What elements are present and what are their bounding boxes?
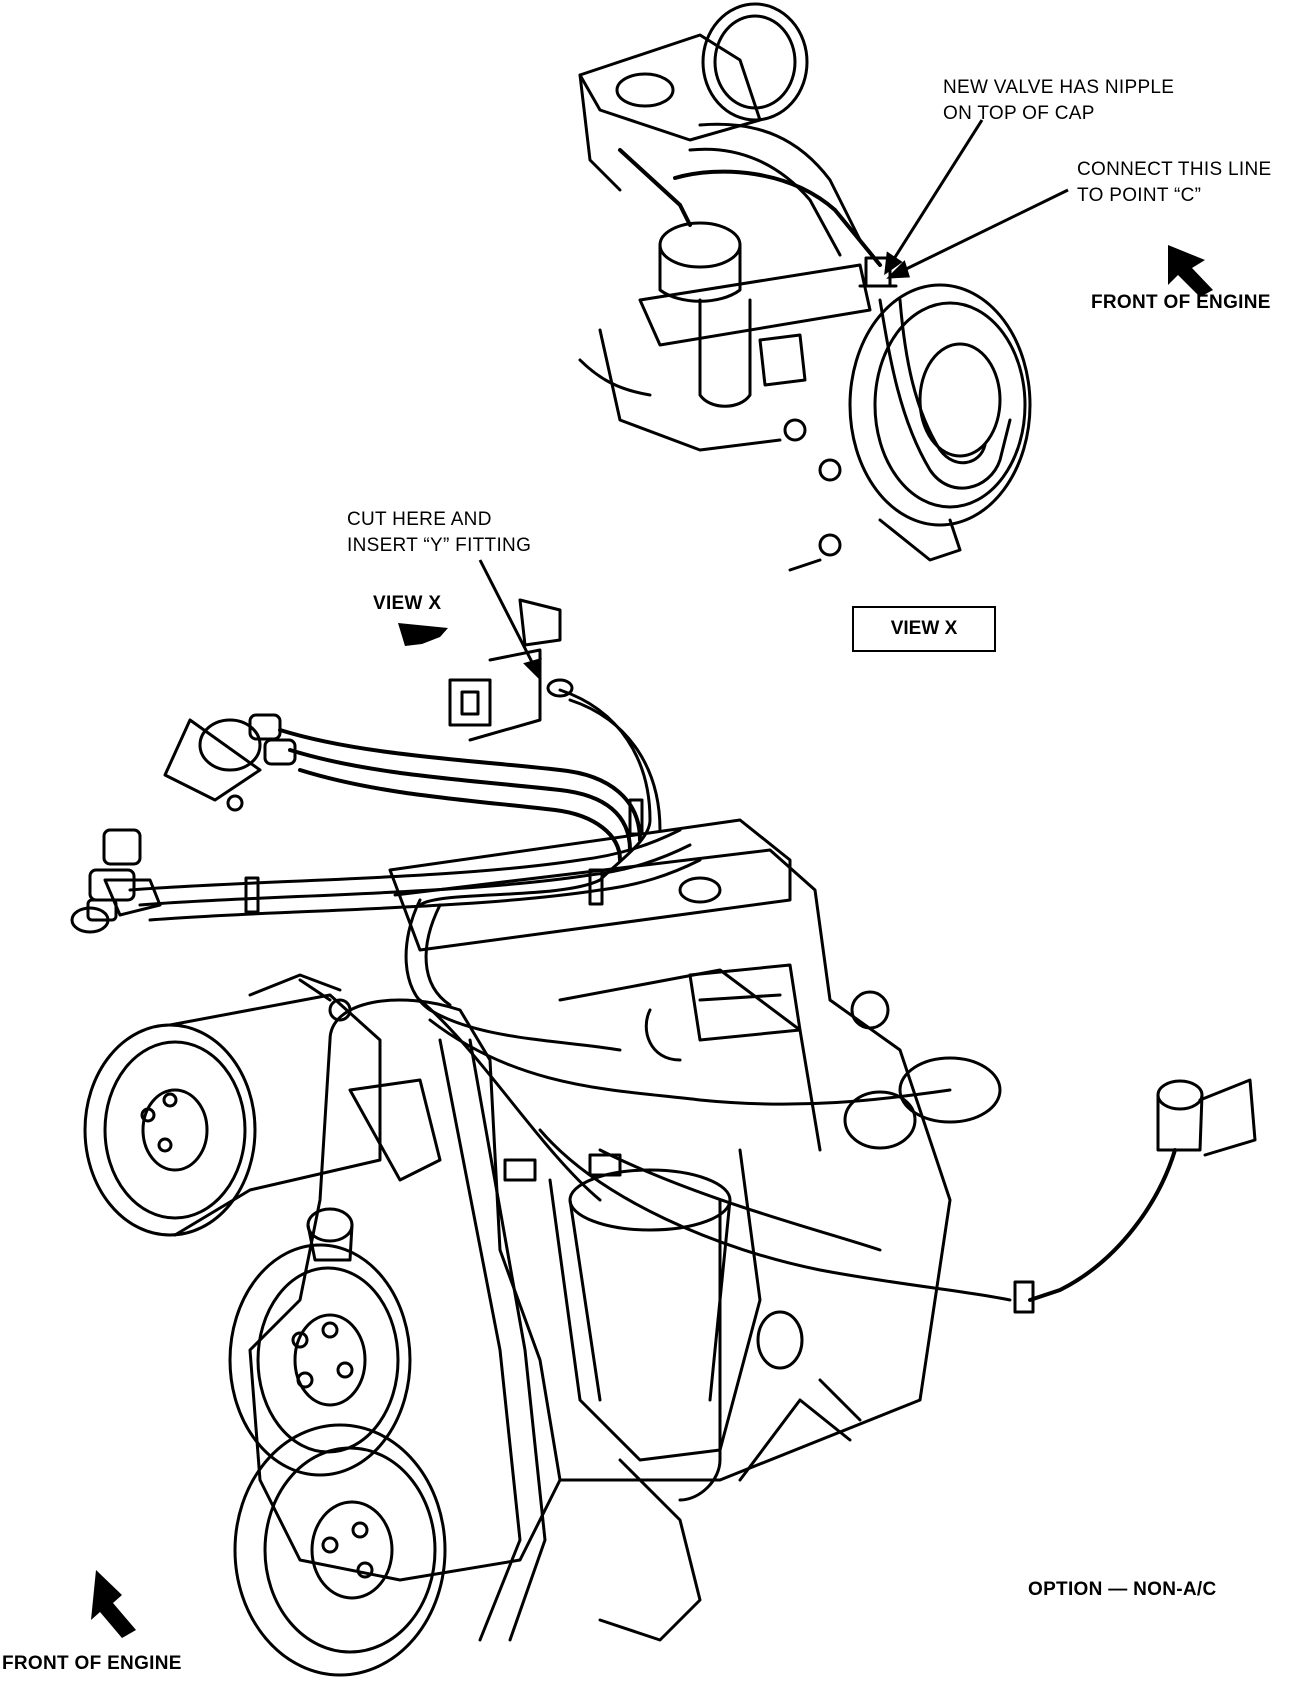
cut-here-leader <box>478 559 542 680</box>
view-x-box-label: VIEW X <box>852 606 996 652</box>
new-valve-line-1: NEW VALVE HAS NIPPLE <box>943 77 1175 98</box>
front-of-engine-label-bottom: FRONT OF ENGINE <box>2 1653 182 1674</box>
new-valve-callout: NEW VALVE HAS NIPPLE ON TOP OF CAP <box>943 75 1174 127</box>
view-arrow-icon <box>398 623 448 646</box>
cut-here-line-2: INSERT “Y” FITTING <box>347 535 532 556</box>
view-x-detail-illustration <box>578 2 1032 572</box>
callout-leaders-top <box>884 119 1069 279</box>
engine-illustration <box>83 818 1002 1677</box>
front-arrow-icon <box>91 1570 136 1638</box>
cut-here-callout: CUT HERE AND INSERT “Y” FITTING <box>347 507 531 559</box>
option-non-ac-label: OPTION — NON-A/C <box>1028 1579 1217 1600</box>
front-of-engine-label-top: FRONT OF ENGINE <box>1091 292 1271 313</box>
new-valve-line-2: ON TOP OF CAP <box>943 103 1095 124</box>
connect-line-line-2: TO POINT “C” <box>1077 185 1202 206</box>
connect-line-line-1: CONNECT THIS LINE <box>1077 159 1272 180</box>
connect-line-callout: CONNECT THIS LINE TO POINT “C” <box>1077 157 1271 209</box>
view-x-arrow-label: VIEW X <box>373 593 442 614</box>
vacuum-hose-bundle <box>70 598 1257 1502</box>
cut-here-line-1: CUT HERE AND <box>347 509 492 530</box>
front-arrow-icon <box>1168 245 1213 297</box>
